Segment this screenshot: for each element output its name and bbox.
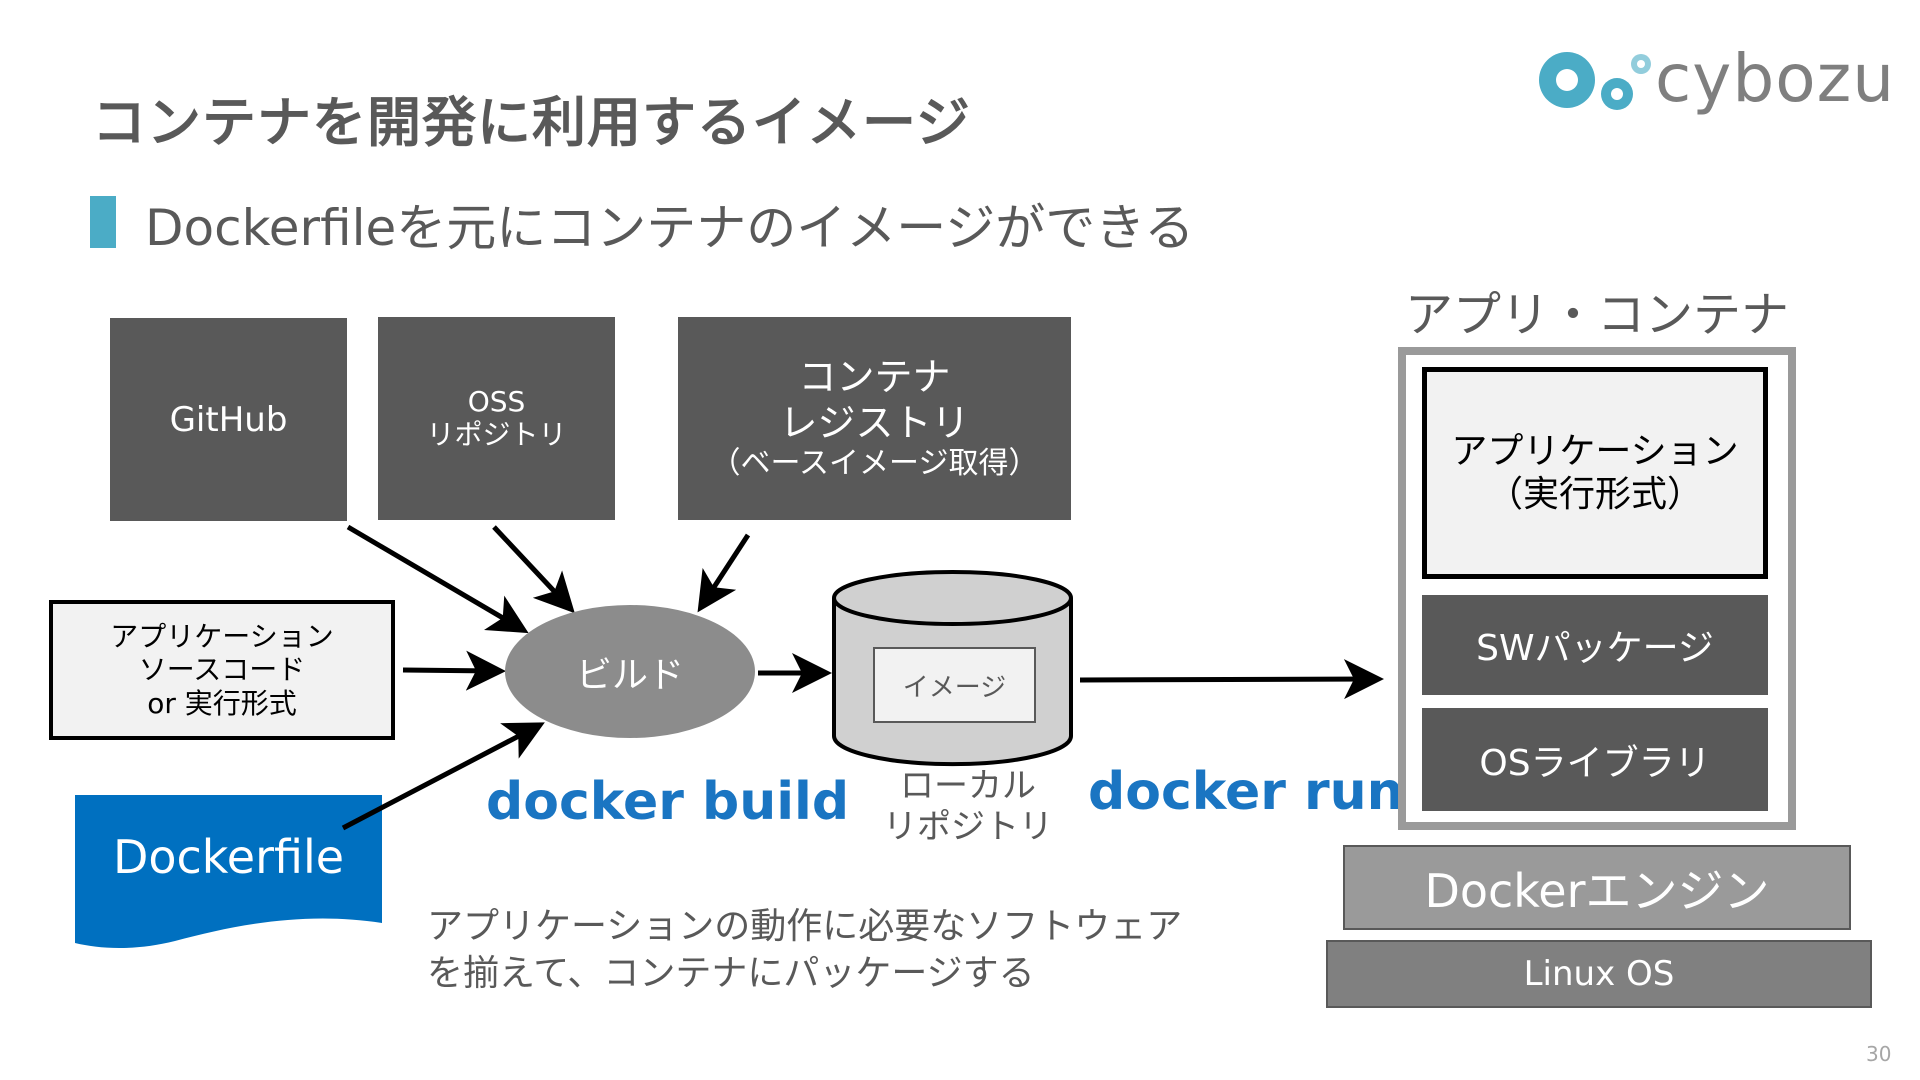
note-line2: を揃えて、コンテナにパッケージする [427, 952, 1035, 994]
bullet-marker [90, 196, 116, 248]
os-library-label: OSライブラリ [1479, 742, 1711, 784]
sw-package-layer: SWパッケージ [1422, 595, 1768, 695]
local-repo-caption-line1: ローカル [900, 766, 1036, 806]
app-container-frame [1398, 347, 1796, 830]
container-registry-box: コンテナ レジストリ （ベースイメージ取得） [678, 317, 1071, 520]
linux-os-label: Linux OS [1523, 954, 1675, 994]
app-source-box: アプリケーション ソースコード or 実行形式 [49, 600, 395, 740]
local-repo-caption: ローカル リポジトリ [858, 766, 1078, 848]
page-number: 30 [1866, 1042, 1892, 1066]
linux-os-layer: Linux OS [1326, 940, 1872, 1008]
registry-label-line2: レジストリ [779, 400, 970, 445]
arrow-repo-to-container [1079, 659, 1384, 700]
arrow-dockerfile-to-build [341, 722, 545, 831]
os-library-layer: OSライブラリ [1422, 708, 1768, 811]
docker-engine-label: Dockerエンジン [1424, 863, 1770, 918]
image-box: イメージ [873, 647, 1036, 723]
dockerfile-label: Dockerfile [112, 830, 345, 884]
arrow-registry-to-build [697, 533, 751, 613]
github-label: GitHub [169, 399, 288, 440]
application-line2: （実行形式） [1486, 474, 1703, 515]
app-source-line3: or 実行形式 [147, 686, 297, 720]
build-label: ビルド [575, 654, 684, 696]
image-label: イメージ [902, 672, 1007, 703]
oss-label-line2: リポジトリ [426, 417, 567, 451]
arrow-source-to-build [402, 650, 506, 691]
github-box: GitHub [110, 318, 347, 521]
local-repo-caption-line2: リポジトリ [883, 806, 1053, 847]
docker-engine-layer: Dockerエンジン [1343, 845, 1851, 930]
application-box: アプリケーション （実行形式） [1422, 367, 1768, 579]
logo-text: cybozu [1655, 40, 1896, 117]
arrow-github-to-build [346, 524, 529, 634]
docker-build-command: docker build [486, 772, 850, 832]
registry-label-line1: コンテナ [798, 354, 951, 399]
registry-label-line3: （ベースイメージ取得） [710, 446, 1039, 482]
build-step: ビルド [505, 605, 755, 738]
cybozu-logo-icon [1539, 52, 1651, 110]
app-source-line1: アプリケーション [110, 619, 334, 653]
dockerfile-document-icon [75, 795, 382, 948]
subtitle: Dockerfileを元にコンテナのイメージができる [145, 199, 1195, 257]
oss-label-line1: OSS [467, 385, 526, 419]
docker-run-command: docker run [1088, 762, 1404, 822]
oss-repo-box: OSS リポジトリ [378, 317, 615, 520]
app-source-line2: ソースコード [138, 653, 306, 687]
page-title: コンテナを開発に利用するイメージ [92, 91, 971, 154]
application-line1: アプリケーション [1451, 430, 1739, 472]
note-line1: アプリケーションの動作に必要なソフトウェア [427, 906, 1183, 947]
container-label: アプリ・コンテナ [1405, 287, 1790, 343]
arrow-oss-to-build [492, 525, 575, 614]
packaging-note: アプリケーションの動作に必要なソフトウェア を揃えて、コンテナにパッケージする [427, 904, 1182, 998]
sw-package-label: SWパッケージ [1476, 628, 1714, 669]
